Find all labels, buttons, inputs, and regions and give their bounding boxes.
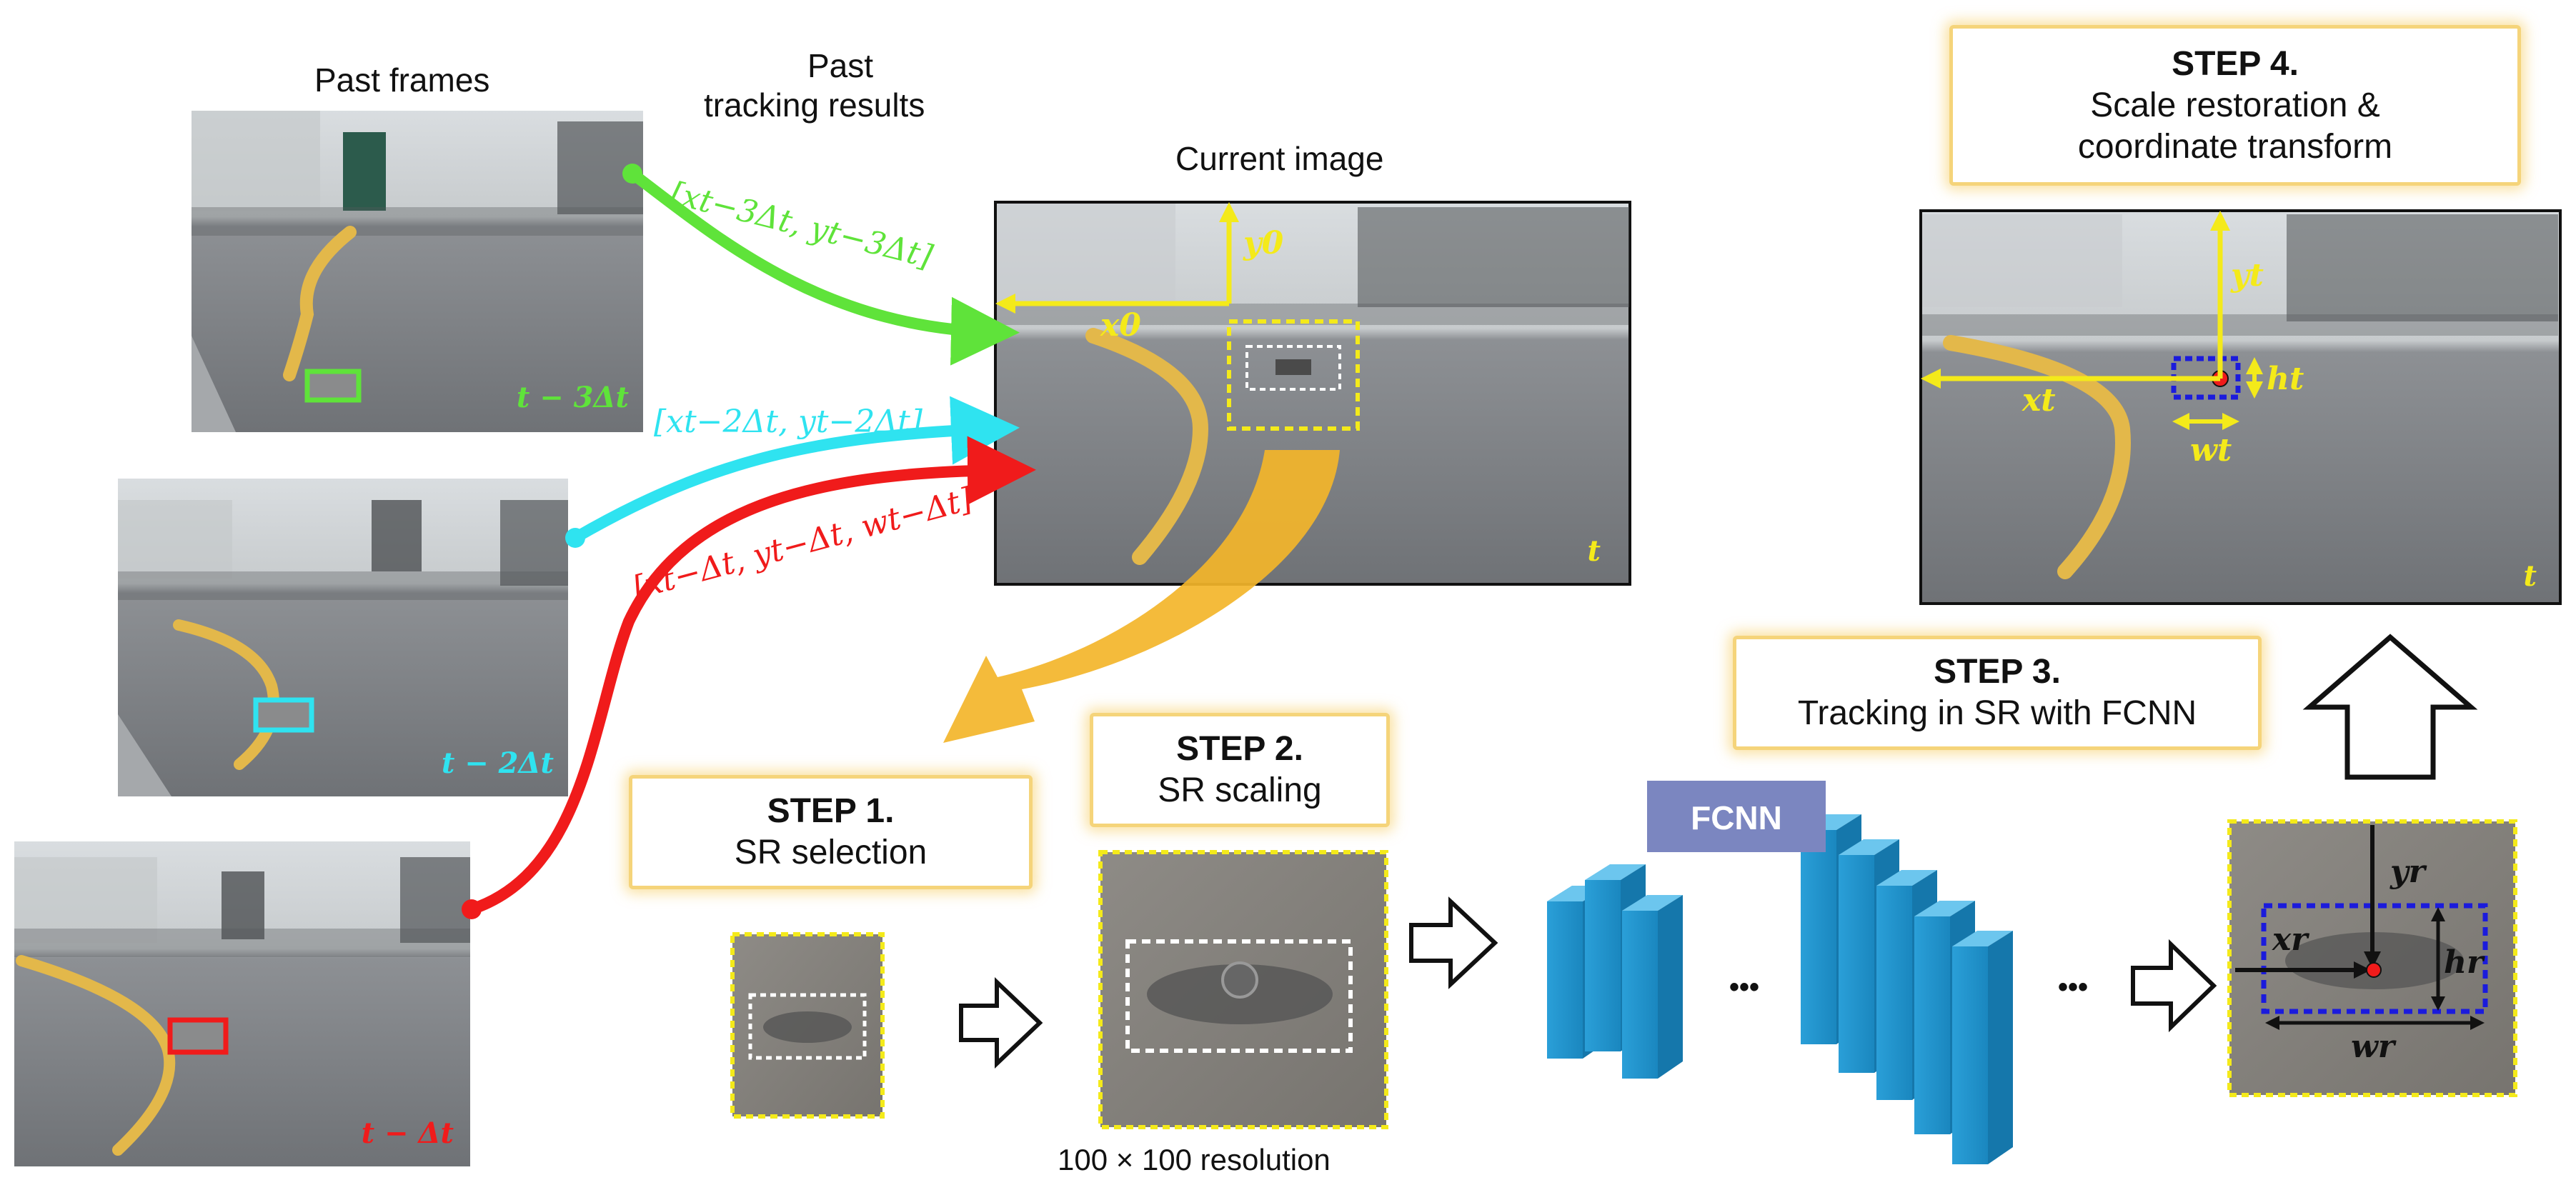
- hollow-arrow-2: [1409, 896, 1498, 989]
- step2-title: STEP 2.: [1176, 730, 1303, 768]
- y0-label: y0: [1243, 225, 1284, 261]
- current-sr-box: [1227, 319, 1360, 431]
- step3-box: STEP 3. Tracking in SR with FCNN: [1733, 636, 2262, 750]
- past-frame-2: [118, 479, 568, 796]
- step4-text-line1: Scale restoration &: [2090, 86, 2380, 124]
- current-image-time-label: t: [1588, 534, 1601, 568]
- x0-label: x0: [1100, 307, 1141, 344]
- hollow-up-arrow: [2302, 634, 2478, 780]
- wt-label: wt: [2190, 432, 2232, 469]
- past-frame-1-time-label: t − 3Δt: [517, 381, 630, 414]
- red-arrow-origin-dot: [462, 899, 482, 919]
- step1-text: SR selection: [734, 834, 928, 871]
- wr-label: wr: [2351, 1029, 2395, 1065]
- sr-output-center-dot: [2366, 962, 2382, 978]
- fcnn-label-box: [1647, 781, 1826, 852]
- ellipsis-1: •••: [1729, 971, 1760, 1003]
- sr-output-patch: [2227, 819, 2517, 1097]
- past-frame-2-time-label: t − 2Δt: [442, 746, 555, 780]
- past-frame-3: [14, 841, 470, 1166]
- fcnn-label: FCNN: [1691, 799, 1782, 836]
- ellipsis-2: •••: [2058, 971, 2089, 1003]
- cnn-layers-group-2: [1801, 814, 2013, 1164]
- green-tracking-arrow: [629, 169, 1020, 366]
- step4-box: STEP 4. Scale restoration & coordinate t…: [1949, 25, 2521, 186]
- red-tracking-arrow: [469, 436, 1036, 915]
- past-frame-3-time-label: t − Δt: [362, 1116, 454, 1150]
- yr-label: yr: [2390, 854, 2425, 890]
- ht-label: ht: [2267, 361, 2304, 397]
- resolution-label: 100 × 100 resolution: [1058, 1143, 1331, 1176]
- xt-label: xt: [2022, 382, 2056, 419]
- past-frame-3-target-box: [167, 1017, 229, 1055]
- cnn-layers-group-1: [1547, 864, 1683, 1079]
- step4-text-line2: coordinate transform: [2077, 127, 2393, 166]
- past-frame-1-target-box: [304, 369, 362, 403]
- cyan-tracking-arrow: [572, 396, 1020, 543]
- step3-title: STEP 3.: [1934, 653, 2061, 691]
- selection-arrow: [943, 450, 1340, 743]
- result-image: [1919, 209, 2562, 605]
- cyan-arrow-origin-dot: [565, 528, 585, 548]
- green-arrow-origin-dot: [622, 164, 642, 184]
- xr-label: xr: [2272, 921, 2308, 958]
- current-image: [994, 201, 1631, 586]
- past-frames-label: Past frames: [314, 61, 490, 99]
- sr-patch-scaled: [1098, 850, 1388, 1129]
- step2-text: SR scaling: [1158, 771, 1322, 809]
- hollow-arrow-3: [2131, 939, 2217, 1033]
- step2-box: STEP 2. SR scaling: [1090, 713, 1390, 827]
- hr-label: hr: [2444, 944, 2484, 981]
- past-tracking-label-line1: Past: [807, 47, 874, 84]
- step1-box: STEP 1. SR selection: [629, 775, 1033, 889]
- coord-label-2: [xt−2Δt, yt−2Δt]: [654, 404, 923, 440]
- sr-output-target-box: [2261, 903, 2488, 1014]
- past-tracking-label-line2: tracking results: [704, 86, 925, 124]
- sr-patch-small: [730, 932, 885, 1119]
- step1-title: STEP 1.: [767, 792, 895, 830]
- hollow-arrow-1: [959, 977, 1043, 1069]
- step4-title: STEP 4.: [2172, 44, 2299, 83]
- past-frame-1: [192, 111, 643, 432]
- result-image-time-label: t: [2524, 559, 2537, 593]
- yt-label: yt: [2231, 257, 2264, 294]
- past-frame-2-target-box: [253, 697, 314, 733]
- current-image-label: Current image: [1175, 140, 1384, 177]
- step3-text: Tracking in SR with FCNN: [1797, 694, 2197, 732]
